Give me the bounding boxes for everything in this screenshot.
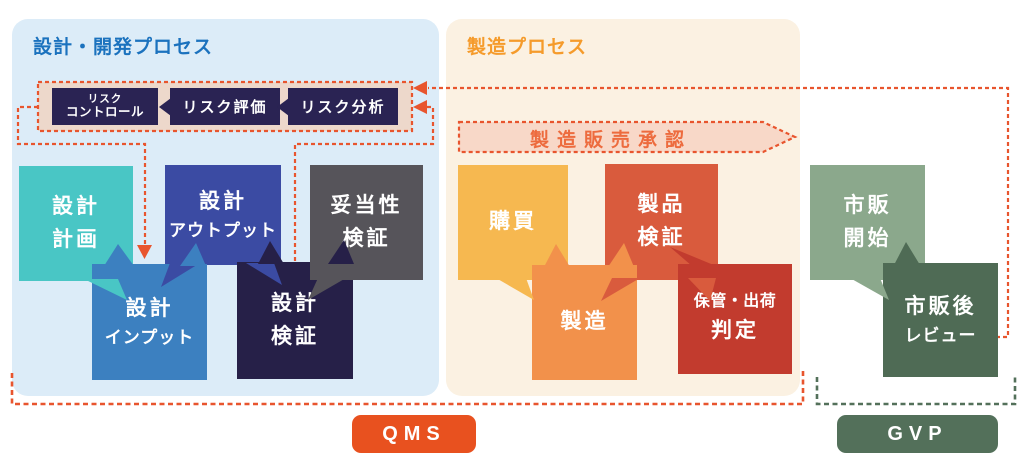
risk-evaluation-label: リスク評価 — [182, 99, 268, 116]
tail-design-output — [161, 263, 200, 287]
storage-shipment-line2: 判定 — [711, 319, 759, 343]
design-process-title: 設計・開発プロセス — [33, 37, 214, 58]
arrow-left-icon — [413, 81, 427, 95]
tail-purchasing — [496, 278, 534, 300]
risk-evaluation-box: リスク評価 — [170, 88, 280, 125]
design-output-line1: 設計 — [199, 189, 247, 213]
box-design-plan: 設計 計画 — [19, 166, 133, 281]
storage-shipment-line1: 保管・出荷 — [693, 293, 777, 311]
product-verification-line1: 製品 — [637, 193, 686, 217]
post-market-review-line2: レビュー — [904, 326, 977, 346]
risk-evaluation-tail-icon — [159, 98, 171, 116]
manufacturing-process-title: 製造プロセス — [467, 37, 588, 58]
product-verification-line2: 検証 — [637, 226, 686, 249]
arrow-left-icon — [413, 100, 427, 114]
box-post-market-review: 市販後 レビュー — [883, 263, 998, 377]
spike-manufacturing — [544, 244, 570, 267]
spike-post-market-review — [894, 242, 920, 265]
risk-analysis-box: リスク分析 — [288, 88, 398, 125]
risk-analysis-tail-icon — [277, 98, 289, 116]
gvp-badge: GVP — [837, 415, 998, 453]
approval-banner-label: 製造販売承認 — [529, 129, 692, 151]
risk-control-box: リスク コントロール — [52, 88, 158, 125]
line-design-verification-to-risk-analysis — [293, 105, 435, 261]
market-launch-line2: 開始 — [843, 226, 892, 250]
design-input-line2: インプット — [104, 328, 195, 348]
risk-control-label-line1: リスク — [87, 92, 123, 105]
manufacturing-label: 製造 — [560, 310, 609, 334]
spike-design-verification-up — [328, 240, 354, 264]
qms-scope-bracket — [10, 371, 805, 406]
spike-design-verification — [258, 241, 284, 264]
approval-banner-shape — [457, 120, 798, 154]
box-validation: 妥当性 検証 — [310, 165, 423, 280]
design-output-line2: アウトプット — [169, 221, 277, 241]
tail-product-verification — [601, 278, 640, 301]
tail-validation — [308, 278, 346, 300]
arrow-down-icon — [137, 245, 152, 259]
spike-design-input — [104, 244, 134, 266]
tail-design-plan — [84, 279, 127, 300]
design-verification-line2: 検証 — [271, 324, 319, 348]
post-market-review-line1: 市販後 — [904, 294, 977, 318]
design-verification-line1: 設計 — [271, 291, 319, 315]
gvp-scope-bracket — [815, 377, 1017, 406]
spike-manufacturing-up — [608, 243, 634, 267]
validation-line2: 検証 — [342, 226, 391, 250]
design-input-line1: 設計 — [125, 296, 174, 320]
validation-line1: 妥当性 — [330, 193, 403, 217]
market-launch-line1: 市販 — [843, 193, 892, 217]
qms-badge: QMS — [352, 415, 476, 453]
risk-control-label-line2: コントロール — [65, 105, 144, 120]
purchasing-label: 購買 — [489, 210, 537, 234]
line-risk-control-to-design-input — [16, 105, 147, 245]
risk-analysis-label: リスク分析 — [300, 99, 386, 116]
box-design-output: 設計 アウトプット — [165, 165, 281, 265]
line-post-market-review-to-risk-analysis — [428, 86, 1010, 339]
spike-design-input-up — [180, 243, 206, 266]
tail-market-launch — [850, 278, 889, 300]
spike-storage-shipment — [670, 247, 716, 266]
tail-design-output-right — [246, 263, 282, 285]
design-plan-line2: 計画 — [52, 227, 100, 251]
tail-product-verification-right — [688, 278, 716, 301]
design-plan-line1: 設計 — [52, 194, 100, 218]
